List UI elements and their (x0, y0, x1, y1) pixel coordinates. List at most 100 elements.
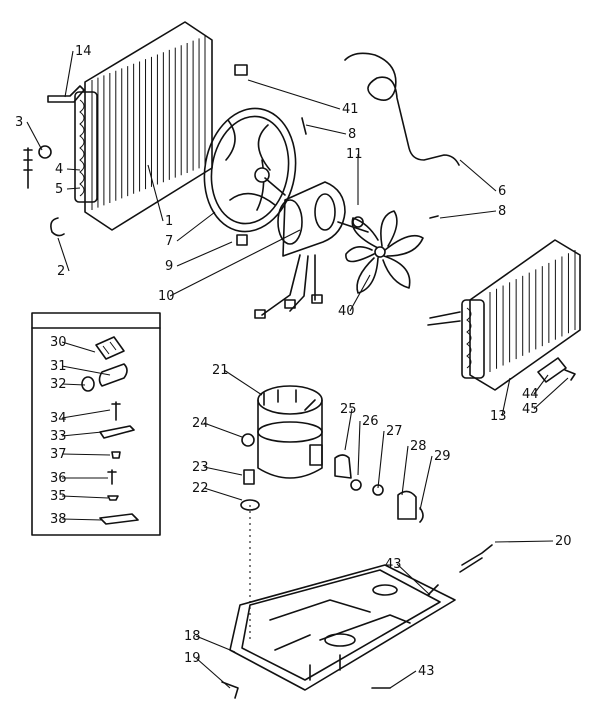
callout-leader-c8b (439, 210, 497, 219)
clip-part-41 (234, 64, 248, 76)
filter-part-44 (537, 357, 567, 383)
callout-leader-c5 (66, 187, 81, 190)
sleeve-part-23 (243, 469, 255, 485)
callout-leader-c29 (419, 455, 433, 511)
callout-label-c36: 36 (50, 471, 67, 486)
callout-leader-c3 (26, 121, 43, 151)
callout-leader-c34 (61, 409, 111, 419)
callout-leader-c24 (203, 422, 243, 438)
callout-label-c45: 45 (522, 402, 539, 417)
callout-label-c27: 27 (386, 424, 403, 439)
callout-label-c32: 32 (50, 377, 67, 392)
callout-leader-c44 (533, 374, 549, 395)
blower-wheel-part-40 (345, 210, 424, 294)
callout-leader-c22 (203, 487, 243, 501)
callout-leader-c31 (61, 365, 111, 376)
callout-label-c4: 4 (55, 162, 63, 177)
callout-leader-c7 (176, 211, 216, 242)
callout-label-c25: 25 (340, 402, 357, 417)
callout-label-c41: 41 (342, 102, 359, 117)
base-pan-part-18 (229, 564, 456, 691)
compressor-part-21 (257, 385, 323, 479)
callout-leader-c18 (195, 635, 236, 653)
clip-part-26 (350, 479, 362, 491)
callout-label-c28: 28 (410, 439, 427, 454)
callout-label-c11: 11 (346, 147, 363, 162)
bracket-part-14 (47, 85, 85, 103)
callout-leader-c23 (203, 466, 243, 476)
callout-label-c9: 9 (165, 259, 173, 274)
callout-label-c31: 31 (50, 359, 67, 374)
callout-label-c8a: 8 (348, 127, 356, 142)
washer-part-22 (240, 499, 260, 511)
callout-label-c43a: 43 (385, 557, 402, 572)
callout-label-c8b: 8 (498, 204, 506, 219)
callout-leader-c14 (64, 50, 74, 98)
callout-leader-c6 (459, 159, 497, 192)
callout-label-c5: 5 (55, 182, 63, 197)
callout-leader-c26 (357, 420, 361, 476)
callout-leader-c28 (401, 445, 409, 496)
callout-label-c22: 22 (192, 481, 209, 496)
condenser-coil (74, 21, 213, 231)
callout-label-c43b: 43 (418, 664, 435, 679)
callout-label-c33: 33 (50, 429, 67, 444)
screw-part-45 (564, 369, 576, 381)
callout-label-c30: 30 (50, 335, 67, 350)
callout-label-c23: 23 (192, 460, 209, 475)
screw-part-19 (221, 681, 239, 699)
bracket-part-9 (236, 234, 248, 246)
callout-label-c29: 29 (434, 449, 451, 464)
callout-leader-c40 (349, 274, 371, 312)
callout-leader-c2 (57, 237, 70, 272)
callout-leader-c10 (169, 229, 301, 297)
capillary-tube-part-6 (344, 52, 460, 166)
callout-leader-c38 (61, 518, 103, 521)
callout-leader-c43b (389, 670, 417, 689)
callout-leader-c43a (396, 563, 431, 596)
callout-label-c13: 13 (490, 409, 507, 424)
callout-label-c14: 14 (75, 44, 92, 59)
callout-label-c10: 10 (158, 289, 175, 304)
screw-part-8-upper (301, 117, 307, 135)
callout-label-c3: 3 (15, 115, 23, 130)
callout-label-c1: 1 (165, 214, 173, 229)
grommet-part-3 (38, 145, 52, 159)
callout-leader-c4 (66, 168, 81, 171)
callout-label-c35: 35 (50, 489, 67, 504)
callout-leader-c25 (344, 408, 353, 451)
callout-leader-c21 (223, 369, 263, 396)
callout-leader-c33 (61, 431, 103, 437)
callout-leader-c1 (147, 164, 164, 222)
callout-label-c2: 2 (57, 264, 65, 279)
callout-label-c38: 38 (50, 512, 67, 527)
terminal-cover-part-25 (334, 454, 352, 479)
cover-part-28 (397, 490, 417, 520)
callout-leader-c13 (501, 377, 511, 417)
callout-leader-c9 (176, 241, 233, 267)
clip-part-29 (419, 507, 424, 523)
callout-leader-c35 (61, 495, 109, 499)
callout-leader-c8a (305, 124, 347, 135)
clip-part-2 (50, 217, 65, 237)
callout-label-c40: 40 (338, 304, 355, 319)
callout-label-c20: 20 (555, 534, 572, 549)
callout-label-c7: 7 (165, 234, 173, 249)
callout-leader-c45 (533, 377, 569, 410)
callout-leader-c27 (377, 430, 385, 489)
callout-layer: 1434521791041811684013444530313234333736… (15, 44, 572, 689)
callout-leader-c32 (61, 383, 86, 386)
callout-leader-c41 (247, 79, 341, 110)
callout-label-c34: 34 (50, 411, 67, 426)
callout-leader-c19 (195, 657, 231, 689)
callout-leader-c30 (61, 341, 96, 353)
fan-motor (254, 177, 369, 319)
callout-label-c44: 44 (522, 387, 539, 402)
callout-label-c18: 18 (184, 629, 201, 644)
callout-leader-c37 (61, 453, 111, 456)
screw-part-8-lower (429, 215, 439, 219)
wire-part-20 (459, 544, 493, 573)
callout-label-c21: 21 (212, 363, 229, 378)
